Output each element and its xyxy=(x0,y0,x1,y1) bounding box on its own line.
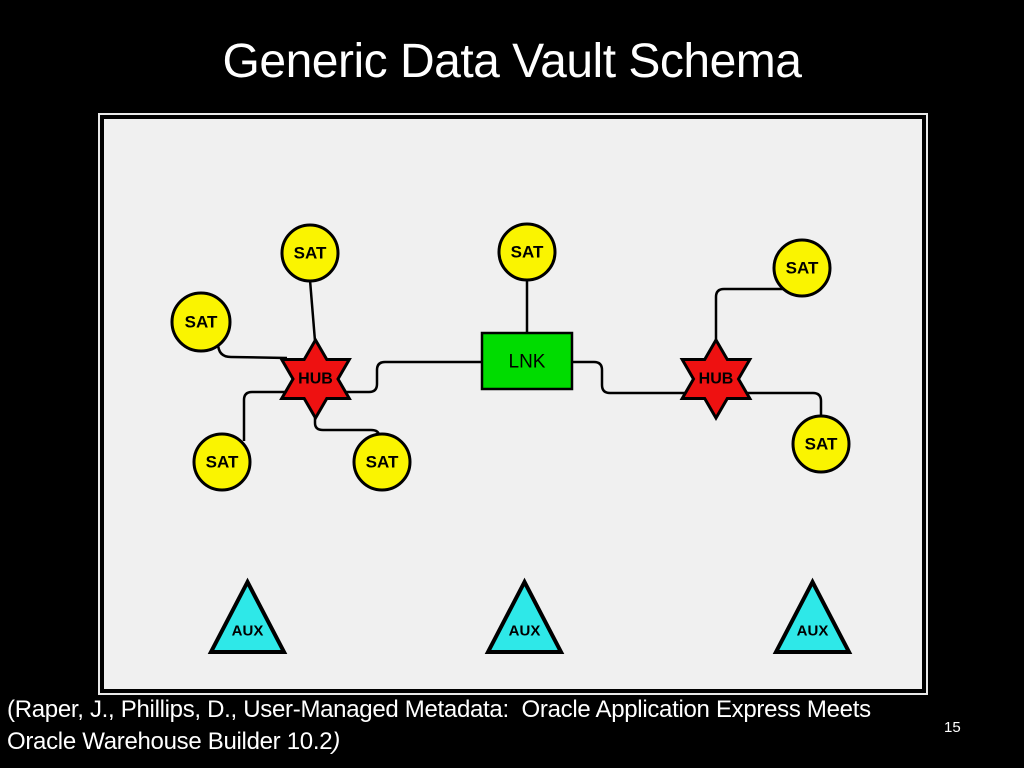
hub-node-label: HUB xyxy=(699,371,734,388)
sat-node-label: SAT xyxy=(786,259,819,278)
citation-line2-closing: ) xyxy=(332,727,340,755)
sat-node-label: SAT xyxy=(185,313,218,332)
schema-canvas-svg: SAT SAT SAT SAT SAT SAT SAT HUB HUB LNK AUX AUX AUX xyxy=(170,222,853,654)
citation-line1: (Raper, J., Phillips, D., User-Managed M… xyxy=(7,696,871,723)
slide-title: Generic Data Vault Schema xyxy=(222,35,802,88)
sat-node: SAT xyxy=(772,238,832,298)
sat-node-label: SAT xyxy=(206,453,239,472)
connector-sat-to-hub-left-lower xyxy=(242,390,287,441)
connector-hub-left-to-sat-bottom xyxy=(313,418,381,437)
connector-hub-left-to-lnk xyxy=(345,360,483,394)
sat-node-label: SAT xyxy=(366,453,399,472)
hub-node-label: HUB xyxy=(298,371,333,388)
hub-node: HUB xyxy=(679,337,753,421)
sat-node: SAT xyxy=(170,291,232,353)
aux-node: AUX xyxy=(207,577,288,654)
hub-node: HUB xyxy=(279,337,352,421)
lnk-node: LNK xyxy=(480,331,574,391)
sat-node-label: SAT xyxy=(294,244,327,263)
sat-node: SAT xyxy=(352,432,412,492)
sat-node: SAT xyxy=(280,223,340,283)
connector-sat-to-hub-left-upper xyxy=(216,342,288,360)
connector-hub-right-to-sat-bottom xyxy=(745,391,823,417)
aux-node: AUX xyxy=(772,577,853,654)
citation-line2: Oracle Warehouse Builder 10.2 xyxy=(7,727,333,755)
connector-lnk-to-hub-right xyxy=(571,360,687,395)
aux-node: AUX xyxy=(484,577,565,654)
diagram-canvas: SAT SAT SAT SAT SAT SAT SAT HUB HUB LNK AUX AUX AUX xyxy=(100,115,926,693)
lnk-node-label: LNK xyxy=(509,352,546,373)
aux-node-label: AUX xyxy=(509,623,541,640)
aux-node-label: AUX xyxy=(797,623,829,640)
aux-node-label: AUX xyxy=(232,623,264,640)
connector-hub-right-to-sat-top xyxy=(714,287,784,341)
sat-node: SAT xyxy=(192,432,252,492)
sat-node: SAT xyxy=(791,414,851,474)
sat-node-label: SAT xyxy=(511,243,544,262)
sat-node-label: SAT xyxy=(805,435,838,454)
sat-node: SAT xyxy=(497,222,557,282)
page-number: 15 xyxy=(944,719,961,736)
citation: (Raper, J., Phillips, D., User-Managed M… xyxy=(7,694,1007,757)
connector-sat-to-hub-left-top xyxy=(308,279,317,342)
